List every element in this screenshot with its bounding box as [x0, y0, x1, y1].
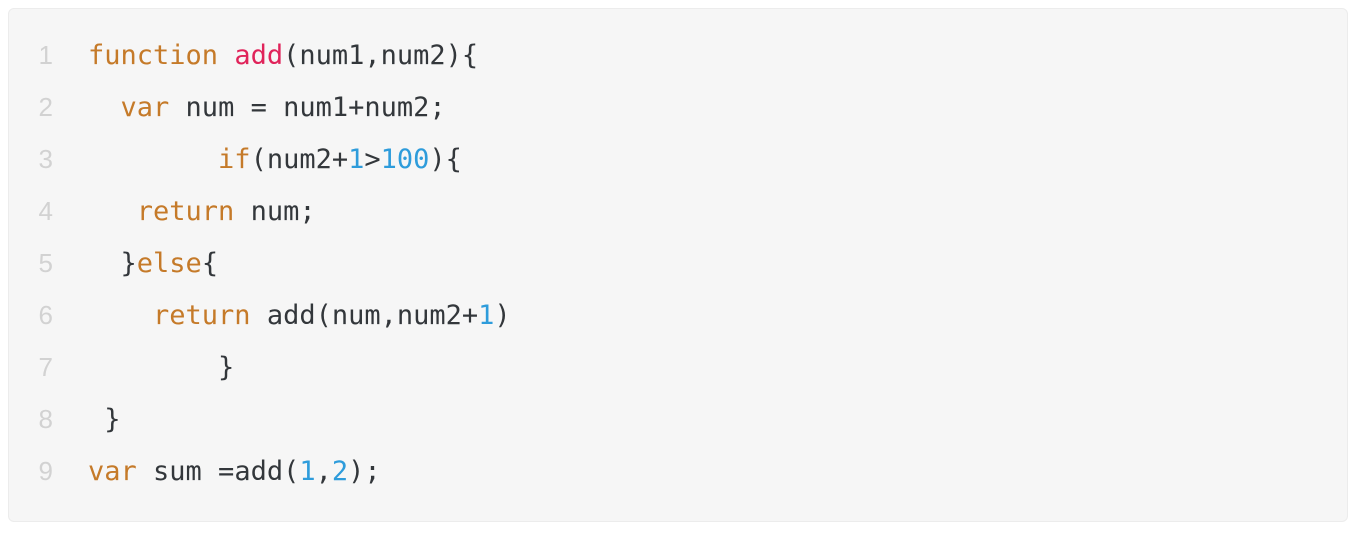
code-token-keyword: return [153, 300, 251, 331]
code-token-number: 1 [478, 300, 495, 331]
code-token-plain: ) [494, 300, 511, 331]
code-line: } [88, 394, 121, 446]
line-number: 6 [38, 300, 53, 330]
code-token-plain: (num2+ [250, 144, 349, 175]
line-number: 4 [38, 196, 53, 226]
code-row: 6 return add(num,num2+1) [9, 289, 1347, 341]
code-token-plain [88, 92, 121, 123]
code-token-plain: ){ [429, 144, 462, 175]
code-token-plain: (num1,num2){ [283, 40, 479, 71]
code-line: return num; [88, 186, 316, 238]
code-row: 5 }else{ [9, 237, 1347, 289]
code-token-plain: } [88, 404, 121, 435]
line-number: 5 [38, 248, 53, 278]
code-token-number: 2 [331, 456, 349, 487]
code-token-plain: } [88, 352, 235, 383]
line-number: 9 [38, 456, 53, 486]
code-token-plain: ); [348, 456, 381, 487]
code-row: 1 function add(num1,num2){ [9, 29, 1347, 81]
code-token-plain: num; [234, 196, 316, 227]
code-row: 4 return num; [9, 185, 1347, 237]
code-row: 9 var sum =add(1,2); [9, 445, 1347, 497]
code-token-function_name: add [234, 40, 284, 71]
code-token-number: 1 [299, 456, 316, 487]
code-token-keyword: var [88, 456, 137, 487]
code-token-plain: } [88, 248, 137, 279]
line-number: 8 [38, 404, 53, 434]
code-token-number: 100 [380, 144, 430, 175]
code-line: var num = num1+num2; [88, 82, 446, 134]
code-row: 8 } [9, 393, 1347, 445]
code-token-plain [218, 40, 234, 71]
line-number: 2 [38, 92, 53, 122]
code-token-keyword: return [136, 196, 235, 227]
code-token-number: 1 [348, 144, 365, 175]
line-number: 7 [38, 352, 53, 382]
code-row: 7 } [9, 341, 1347, 393]
code-token-keyword: else [136, 248, 202, 279]
code-token-keyword: var [120, 92, 170, 123]
code-token-plain: add(num,num2+ [250, 300, 479, 331]
code-token-plain: num = num1+num2; [169, 92, 446, 123]
line-number: 1 [38, 40, 53, 70]
code-token-plain: sum =add( [136, 456, 300, 487]
code-token-plain [88, 196, 137, 227]
code-line: return add(num,num2+1) [88, 290, 511, 342]
line-number: 3 [38, 144, 53, 174]
code-row: 2 var num = num1+num2; [9, 81, 1347, 133]
code-token-plain: , [315, 456, 332, 487]
code-token-keyword: function [88, 40, 219, 71]
code-line: function add(num1,num2){ [88, 30, 478, 82]
code-line: }else{ [88, 238, 219, 290]
code-line: } [88, 342, 234, 394]
code-token-keyword: if [218, 144, 251, 175]
code-token-plain: > [364, 144, 381, 175]
code-line: var sum =add(1,2); [88, 446, 381, 498]
code-row: 3 if(num2+1>100){ [9, 133, 1347, 185]
code-token-plain [88, 300, 153, 331]
code-line: if(num2+1>100){ [88, 134, 462, 186]
code-token-plain [88, 144, 218, 175]
code-token-plain: { [201, 248, 219, 279]
